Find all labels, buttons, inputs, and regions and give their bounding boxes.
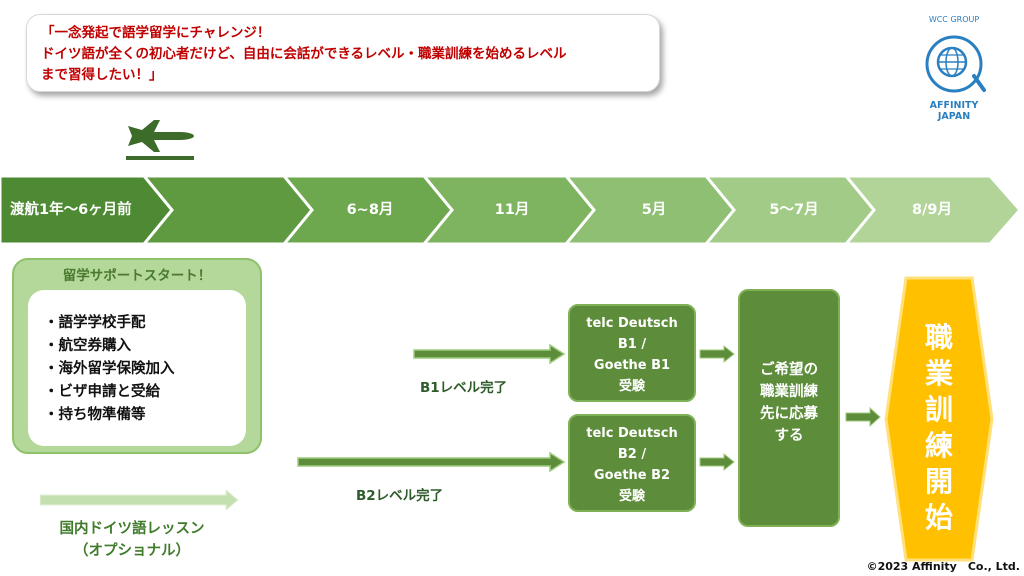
b1-exam-line-2: B1 /: [617, 337, 647, 352]
quote-line-1: 「一念発起で語学留学にチャレンジ！: [41, 25, 271, 41]
start-char: 始: [924, 501, 953, 534]
logo-name-line-1: AFFINITY: [930, 100, 979, 111]
b2-exam-box: telc Deutsch B2 / Goethe B2 受験: [568, 414, 696, 512]
timeline-label-3: 6~8月: [346, 202, 394, 218]
quote-bubble: 「一念発起で語学留学にチャレンジ！ ドイツ語が全くの初心者だけど、自由に会話がで…: [26, 14, 660, 92]
apply-line-3: 先に応募: [760, 406, 818, 422]
b2-exam-line-4: 受験: [618, 489, 645, 504]
b2-level-label: B2レベル完了: [356, 488, 444, 504]
lesson-label-line-1: 国内ドイツ語レッスン: [59, 521, 205, 537]
b2-exam-line-3: Goethe B2: [593, 468, 671, 483]
quote-line-2: ドイツ語が全くの初心者だけど、自由に会話ができるレベル・職業訓練を始めるレベル: [41, 46, 567, 62]
start-char: 練: [924, 429, 953, 462]
lesson-arrow: [40, 488, 239, 512]
logo-name-line-2: JAPAN: [937, 111, 970, 122]
b1-level-label: B1レベル完了: [420, 380, 508, 396]
quote-line-3: まで習得したい！」: [41, 67, 163, 83]
copyright: ©2023 Affinity Co., Ltd.: [866, 560, 1020, 573]
b1-exam-line-4: 受験: [618, 379, 645, 394]
apply-to-start-arrow: [845, 406, 881, 428]
b1-exam-line-3: Goethe B1: [593, 358, 671, 373]
support-item: ・持ち物準備等: [44, 407, 146, 423]
start-char: 職: [924, 321, 953, 354]
b1-exam-line-1: telc Deutsch: [586, 316, 678, 331]
training-start-label: 職 業 訓 練 開 始: [914, 320, 964, 536]
timeline-label-6: 5〜7月: [769, 202, 819, 218]
timeline-label-7: 8/9月: [912, 202, 952, 218]
training-start-hexagon: [884, 276, 994, 562]
support-item: ・語学学校手配: [44, 315, 146, 331]
globe-a-logo-icon: [925, 35, 986, 93]
start-char: 訓: [924, 393, 953, 426]
start-char: 業: [924, 357, 953, 390]
logo-group-text: WCC GROUP: [929, 15, 980, 24]
timeline-label-4: 11月: [494, 202, 530, 218]
b1-to-apply-arrow: [699, 344, 735, 364]
support-item: ・航空券購入: [44, 338, 131, 354]
airplane-icon: [126, 120, 194, 160]
lesson-label: 国内ドイツ語レッスン （オプショナル）: [12, 518, 252, 562]
support-item: ・ビザ申請と受給: [44, 384, 160, 400]
timeline-step-7: [842, 174, 1023, 246]
timeline-chevrons: [0, 174, 1023, 246]
apply-training-box: ご希望の 職業訓練 先に応募 する: [738, 289, 840, 527]
support-item: ・海外留学保険加入: [44, 361, 175, 377]
timeline-label-5: 5月: [641, 202, 667, 218]
affinity-japan-logo: WCC GROUP AFFINITY JAPAN: [925, 15, 986, 122]
b2-exam-line-1: telc Deutsch: [586, 426, 678, 441]
b2-to-apply-arrow: [699, 452, 735, 472]
b2-arrow: [297, 451, 566, 473]
b1-exam-box: telc Deutsch B1 / Goethe B1 受験: [568, 304, 696, 402]
support-title: 留学サポートスタート！: [62, 268, 212, 284]
start-char: 開: [924, 465, 953, 498]
apply-line-2: 職業訓練: [760, 384, 818, 400]
b1-arrow: [413, 343, 566, 365]
timeline-label-1: 渡航1年〜6ヶ月前: [10, 202, 132, 218]
support-list: ・語学学校手配 ・航空券購入 ・海外留学保険加入 ・ビザ申請と受給 ・持ち物準備…: [28, 290, 246, 446]
b2-exam-line-2: B2 /: [617, 447, 647, 462]
lesson-label-line-2: （オプショナル）: [74, 543, 190, 559]
apply-line-1: ご希望の: [760, 362, 818, 378]
apply-line-4: する: [774, 428, 804, 444]
